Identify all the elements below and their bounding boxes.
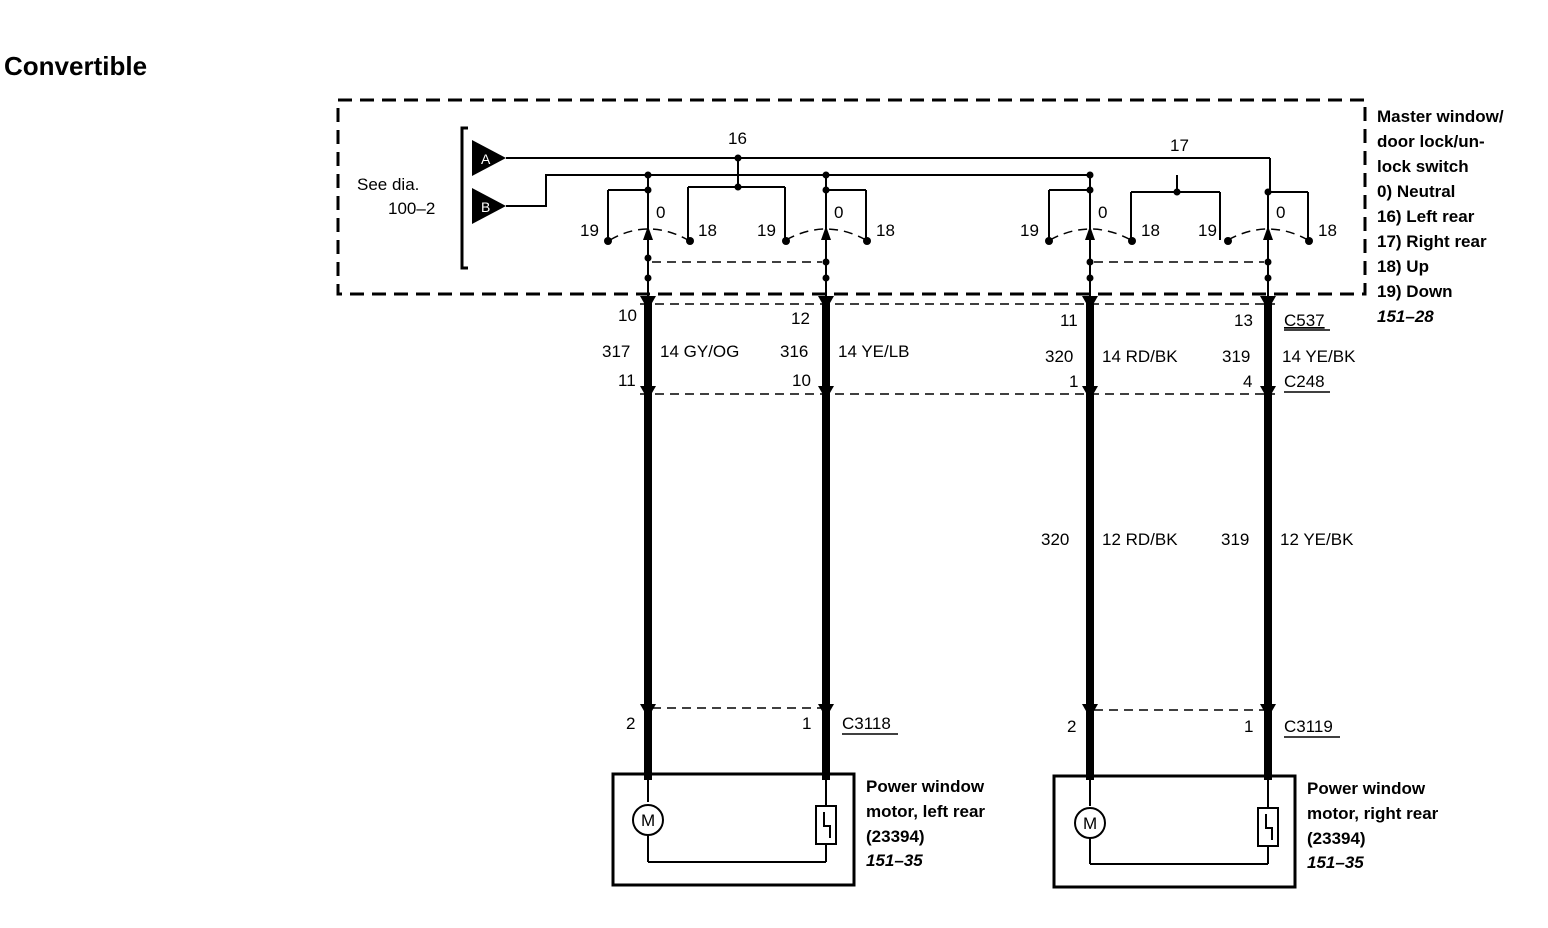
circuit-1-number: 317 bbox=[602, 342, 630, 361]
circuit-1-mid-pin: 11 bbox=[618, 371, 636, 390]
circuit-4-top-pin: 13 bbox=[1234, 311, 1253, 330]
connector-c3119: C3119 bbox=[1284, 717, 1333, 736]
position-left-rear: 16) Left rear bbox=[1377, 207, 1475, 226]
position-up: 18) Up bbox=[1377, 257, 1429, 276]
master-switch-line-3: lock switch bbox=[1377, 157, 1469, 176]
motor-left-rear: M bbox=[611, 772, 856, 887]
switch-3-down: 19 bbox=[1020, 221, 1039, 240]
switch-3 bbox=[1045, 171, 1136, 300]
circuit-3-top-pin: 11 bbox=[1060, 311, 1078, 330]
circuit-4-mid-pin: 4 bbox=[1243, 372, 1252, 391]
switch-4-down: 19 bbox=[1198, 221, 1217, 240]
connector-c248: C248 bbox=[1284, 372, 1325, 391]
circuit-4-number: 319 bbox=[1222, 347, 1250, 366]
input-bracket bbox=[460, 126, 468, 270]
position-right-rear: 17) Right rear bbox=[1377, 232, 1487, 251]
circuit-3-mid-pin: 1 bbox=[1069, 372, 1078, 391]
switch-4-pos0: 0 bbox=[1276, 203, 1285, 222]
master-switch-ref: 151–28 bbox=[1377, 307, 1434, 326]
circuit-4-lower-wire: 12 YE/BK bbox=[1280, 530, 1354, 549]
bus-label-16: 16 bbox=[728, 129, 747, 148]
motor-left-symbol: M bbox=[641, 811, 655, 830]
switch-4 bbox=[1219, 188, 1313, 300]
circuit-3-lower-number: 320 bbox=[1041, 530, 1069, 549]
switch-3-pos0: 0 bbox=[1098, 203, 1107, 222]
switch-1-up: 18 bbox=[698, 221, 717, 240]
master-switch-legend: Master window/ door lock/un- lock switch… bbox=[1377, 107, 1504, 326]
position-down: 19) Down bbox=[1377, 282, 1453, 301]
switch-2-down: 19 bbox=[757, 221, 776, 240]
motor-right-symbol: M bbox=[1083, 814, 1097, 833]
motor-right-rear: M bbox=[1052, 774, 1297, 889]
circuit-2-top-pin: 12 bbox=[791, 309, 810, 328]
motor-left-line-2: motor, left rear bbox=[866, 802, 985, 821]
connector-c3118: C3118 bbox=[842, 714, 891, 733]
circuit-1-top-pin: 10 bbox=[618, 306, 637, 325]
motor-right-ref: 151–35 bbox=[1307, 853, 1364, 872]
circuit-3-number: 320 bbox=[1045, 347, 1073, 366]
motor-left-rear-label: Power window motor, left rear (23394) 15… bbox=[866, 777, 985, 870]
circuit-1-bottom-pin: 2 bbox=[626, 714, 635, 733]
input-b-label: B bbox=[481, 199, 490, 215]
circuit-4-lower-number: 319 bbox=[1221, 530, 1249, 549]
master-switch-line-1: Master window/ bbox=[1377, 107, 1504, 126]
master-switch-line-2: door lock/un- bbox=[1377, 132, 1485, 151]
input-b-flag: B bbox=[472, 188, 506, 224]
motor-left-ref: 151–35 bbox=[866, 851, 923, 870]
switch-1 bbox=[604, 171, 694, 300]
motor-left-line-3: (23394) bbox=[866, 827, 925, 846]
page-title: Convertible bbox=[4, 51, 147, 81]
switch-4-up: 18 bbox=[1318, 221, 1337, 240]
circuit-3-wire: 14 RD/BK bbox=[1102, 347, 1178, 366]
switch-2-up: 18 bbox=[876, 221, 895, 240]
motor-right-line-1: Power window bbox=[1307, 779, 1426, 798]
motor-right-line-2: motor, right rear bbox=[1307, 804, 1439, 823]
circuit-2-bottom-pin: 1 bbox=[802, 714, 811, 733]
bus-label-17: 17 bbox=[1170, 136, 1189, 155]
see-dia-ref: 100–2 bbox=[388, 199, 435, 218]
circuit-2-number: 316 bbox=[780, 342, 808, 361]
circuit-2-mid-pin: 10 bbox=[792, 371, 811, 390]
master-switch-boundary bbox=[336, 98, 1367, 296]
connector-c537: C537 bbox=[1284, 311, 1325, 330]
circuit-3-lower-wire: 12 RD/BK bbox=[1102, 530, 1178, 549]
input-a-flag: A bbox=[472, 140, 506, 176]
switch-1-pos0: 0 bbox=[656, 203, 665, 222]
circuit-3-bottom-pin: 2 bbox=[1067, 717, 1076, 736]
circuit-2-wire: 14 YE/LB bbox=[838, 342, 910, 361]
input-a-label: A bbox=[481, 151, 491, 167]
switch-3-up: 18 bbox=[1141, 221, 1160, 240]
circuit-4-wire: 14 YE/BK bbox=[1282, 347, 1356, 366]
switch-2 bbox=[782, 171, 871, 300]
circuit-1-wire: 14 GY/OG bbox=[660, 342, 739, 361]
motor-left-line-1: Power window bbox=[866, 777, 985, 796]
see-dia-label: See dia. bbox=[357, 175, 419, 194]
position-neutral: 0) Neutral bbox=[1377, 182, 1455, 201]
circuit-4-bottom-pin: 1 bbox=[1244, 717, 1253, 736]
switch-1-down: 19 bbox=[580, 221, 599, 240]
motor-right-line-3: (23394) bbox=[1307, 829, 1366, 848]
switch-2-pos0: 0 bbox=[834, 203, 843, 222]
bus-wiring bbox=[506, 154, 1308, 207]
motor-right-rear-label: Power window motor, right rear (23394) 1… bbox=[1307, 779, 1439, 872]
